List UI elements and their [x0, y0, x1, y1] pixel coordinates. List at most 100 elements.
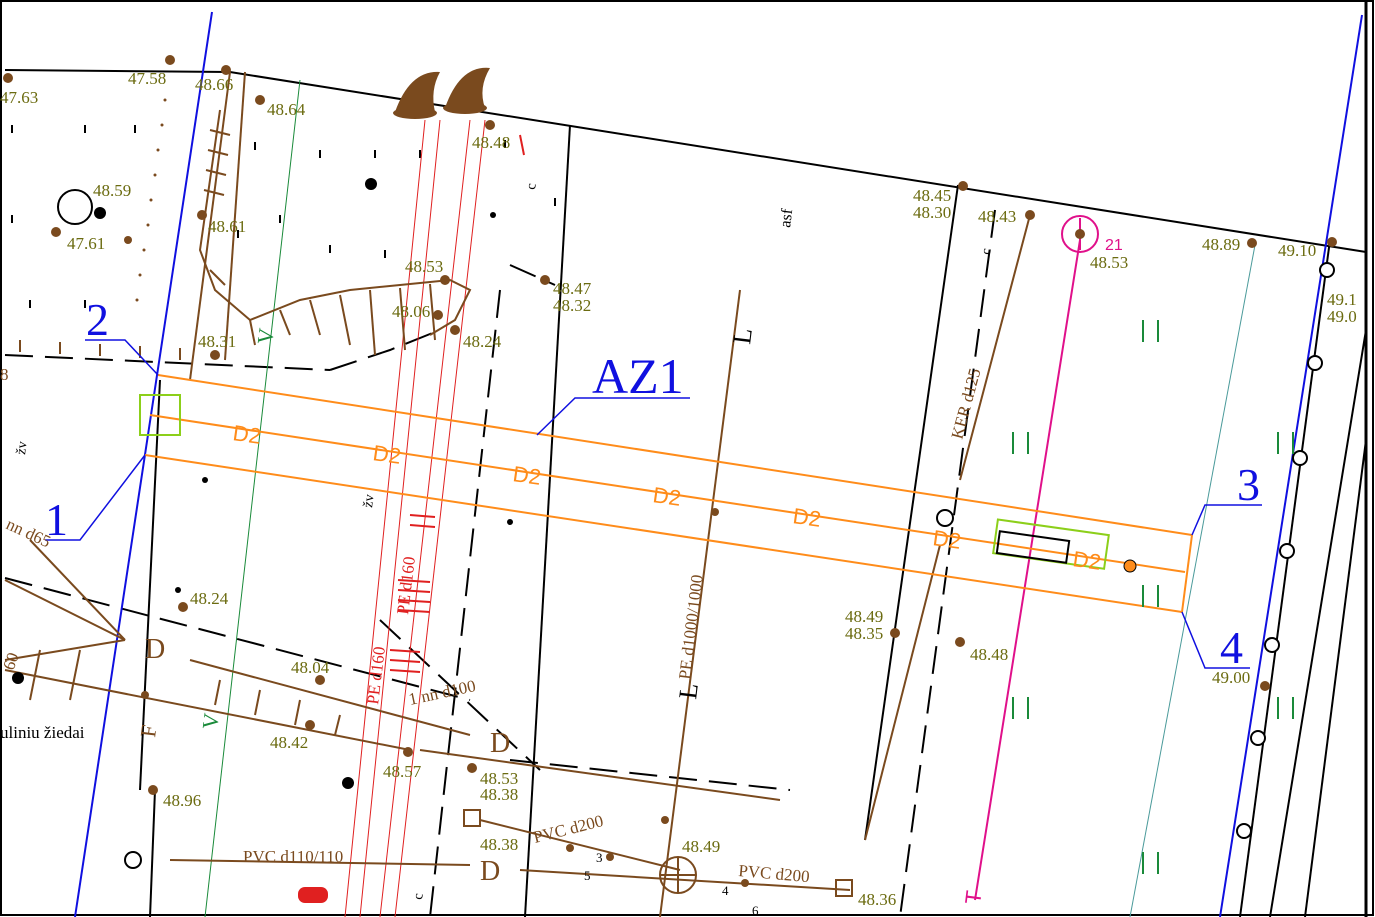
duct-labels: D2 D2 D2 D2 D2 D2 D2	[231, 420, 1102, 575]
letter-D: D	[490, 728, 510, 759]
slope-hachures	[19, 109, 472, 736]
magenta-utility-line	[974, 239, 1081, 901]
letter-c: c	[524, 182, 540, 190]
pipe-label-nn100: 1 nn d100	[407, 676, 477, 709]
elevation-label: 48.49	[845, 607, 883, 626]
duct-label: D2	[651, 482, 682, 511]
label-5: 5	[584, 868, 591, 883]
label-ziedai: uliniu žiedai	[0, 723, 85, 742]
elevation-label: 48.49	[682, 837, 720, 856]
lamp-posts	[1236, 262, 1335, 839]
dotted-trail	[135, 98, 167, 302]
point-number-3: 3	[1237, 459, 1260, 510]
pipe-label-pe-main: PE d1000/1000	[675, 574, 707, 681]
elevation-label: 48.61	[208, 217, 246, 236]
duct-label: D2	[511, 461, 542, 490]
blue-axis-left	[74, 11, 213, 917]
duct-label: D2	[931, 525, 962, 554]
duct-label: D2	[1071, 546, 1102, 575]
letter-zv: žv	[361, 494, 377, 509]
elevation-label: 49.00	[1212, 668, 1250, 687]
elevation-label: 48.47	[553, 279, 592, 298]
leader-lines	[45, 339, 1262, 669]
elevation-label: 48.31	[198, 332, 236, 351]
tree-symbols	[393, 67, 490, 119]
label-4: 4	[722, 883, 729, 898]
elevation-label: 49.0	[1327, 307, 1357, 326]
grid-ticks	[11, 125, 556, 308]
label-6: 6	[752, 903, 759, 917]
green-marks	[1012, 320, 1294, 874]
elevation-label: 48.53	[480, 769, 518, 788]
map-letters: c c c asf L L D D D V V T F žv žv 21 3 4…	[0, 182, 1123, 917]
red-pipe-details	[389, 134, 525, 673]
elevation-label: 48.96	[163, 791, 201, 810]
duct-label: D2	[231, 420, 262, 449]
letter-D: D	[480, 856, 500, 887]
teal-utility-line	[1129, 244, 1256, 917]
elevation-label: 47.63	[0, 88, 38, 107]
dashed-lines	[4, 209, 996, 917]
letter-T: T	[960, 889, 986, 905]
duct-label: D2	[371, 440, 402, 469]
elevation-label: 48.30	[913, 203, 951, 222]
elevation-label: 48.59	[93, 181, 131, 200]
blue-axis-right	[1219, 14, 1363, 917]
pipe-label-pe160: PE d160	[363, 646, 389, 706]
letter-c: c	[411, 892, 427, 900]
elevation-points	[3, 55, 1337, 887]
black-points	[12, 178, 513, 789]
elevation-label: 47.61	[67, 234, 105, 253]
route-az1	[139, 374, 1193, 613]
elevation-label: 47.58	[128, 69, 166, 88]
elevation-label: 48.04	[291, 658, 330, 677]
label-8: 8	[0, 365, 9, 384]
label-3: 3	[596, 850, 603, 865]
elevation-label: 48.48	[970, 645, 1008, 664]
letter-D: D	[145, 634, 165, 665]
point-number-1: 1	[45, 494, 68, 545]
elevation-label: 48.89	[1202, 235, 1240, 254]
elevation-label: 48.35	[845, 624, 883, 643]
curb-lines	[139, 124, 1367, 917]
point-number-4: 4	[1220, 622, 1243, 673]
elevation-label: 48.53	[1090, 253, 1128, 272]
letter-L: L	[673, 681, 704, 700]
elevation-label: 48.64	[267, 100, 306, 119]
red-marker	[298, 887, 328, 903]
elevation-label: 48.45	[913, 186, 951, 205]
letter-V: V	[252, 327, 279, 346]
elevation-label: 48.24	[190, 589, 229, 608]
elevation-label: 48.57	[383, 762, 422, 781]
well-symbols	[57, 189, 954, 897]
label-21: 21	[1105, 237, 1123, 254]
label-60: 60	[0, 650, 23, 672]
elevation-label: 48.66	[195, 75, 233, 94]
letter-F: F	[135, 723, 161, 738]
elevation-label: 49.1	[1327, 290, 1357, 309]
elevation-label: 48.36	[858, 890, 896, 909]
elevation-label: 48.38	[480, 835, 518, 854]
letter-zv: žv	[14, 441, 30, 456]
point-number-2: 2	[86, 294, 109, 345]
brown-lines	[4, 71, 1031, 917]
zone-label-az1: AZ1	[592, 348, 684, 404]
duct-label: D2	[791, 503, 822, 532]
elevation-label: 48.48	[472, 133, 510, 152]
elevation-label: 48.42	[270, 733, 308, 752]
elevation-label: 48.53	[405, 257, 443, 276]
elevation-label: 48.24	[463, 332, 502, 351]
elevation-labels: 47.63 47.58 48.66 48.64 48.59 47.61 48.6…	[0, 69, 1357, 909]
point-numbers: 1 2 3 4	[45, 294, 1260, 673]
letter-asf: asf	[777, 207, 796, 228]
elevation-label: 49.10	[1278, 241, 1316, 260]
elevation-label: 48.43	[978, 207, 1016, 226]
elevation-label: 48.38	[480, 785, 518, 804]
green-utility-line	[204, 79, 301, 917]
letter-c: c	[979, 247, 995, 255]
elevation-label: 48.06	[392, 302, 430, 321]
elevation-label: 48.32	[553, 296, 591, 315]
pipe-label-pvc110: PVC d110/110	[243, 847, 343, 866]
